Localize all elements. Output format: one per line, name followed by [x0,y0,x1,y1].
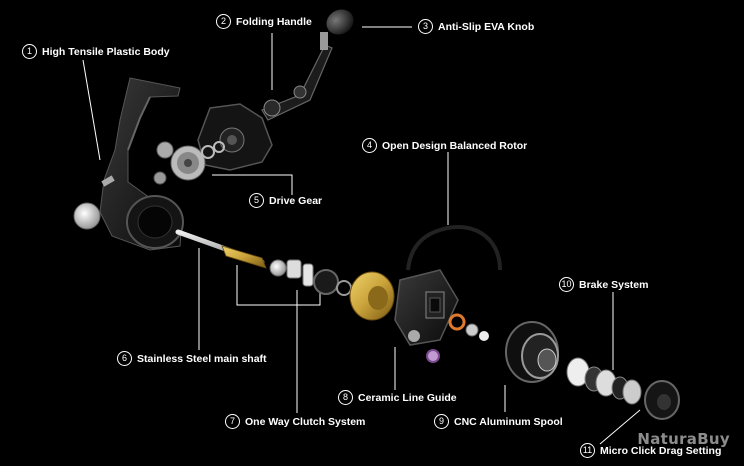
side-cover [197,103,273,171]
main-shaft [175,229,267,269]
callout-3: 3 Anti-Slip EVA Knob [418,19,534,34]
callout-9: 9 CNC Aluminum Spool [434,414,563,429]
eva-knob [326,9,354,35]
callout-1: 1 High Tensile Plastic Body [22,44,170,59]
callout-number: 2 [216,14,231,29]
callout-8: 8 Ceramic Line Guide [338,390,457,405]
one-way-clutch [269,259,352,296]
cnc-aluminum-spool [505,321,559,383]
balanced-rotor [394,224,502,346]
callout-7: 7 One Way Clutch System [225,414,365,429]
drive-gear [153,141,225,185]
callout-number: 4 [362,138,377,153]
callout-label: Open Design Balanced Rotor [382,139,528,152]
reel-body [73,77,184,251]
callout-label: High Tensile Plastic Body [42,45,170,58]
callout-2: 2 Folding Handle [216,14,312,29]
watermark: NaturaBuy [637,430,730,448]
callout-label: Brake System [579,278,649,291]
callout-6: 6 Stainless Steel main shaft [117,351,267,366]
brake-washers [566,357,642,405]
ceramic-line-guide [426,349,440,363]
callout-label: Drive Gear [269,194,323,207]
callout-10: 10 Brake System [559,277,648,292]
callout-label: Stainless Steel main shaft [137,352,267,365]
callout-5: 5 Drive Gear [249,193,322,208]
callout-number: 6 [117,351,132,366]
callout-number: 9 [434,414,449,429]
callout-label: Anti-Slip EVA Knob [438,20,535,33]
folding-handle [261,32,333,121]
callout-11: 11 Micro Click Drag Setting [580,443,721,458]
callout-label: Folding Handle [236,15,312,28]
callout-label: Ceramic Line Guide [358,391,457,404]
callout-label: One Way Clutch System [245,415,366,428]
callout-number: 11 [580,443,595,458]
drag-washers-front [448,313,489,341]
callout-label: Micro Click Drag Setting [600,444,722,457]
callout-label: CNC Aluminum Spool [454,415,563,428]
callout-number: 1 [22,44,37,59]
leader-lines [82,26,641,445]
callout-number: 8 [338,390,353,405]
rotor-collar [349,271,395,321]
callout-number: 10 [559,277,574,292]
callout-number: 3 [418,19,433,34]
callout-number: 7 [225,414,240,429]
callout-4: 4 Open Design Balanced Rotor [362,138,527,153]
drag-knob [644,380,680,420]
callout-number: 5 [249,193,264,208]
